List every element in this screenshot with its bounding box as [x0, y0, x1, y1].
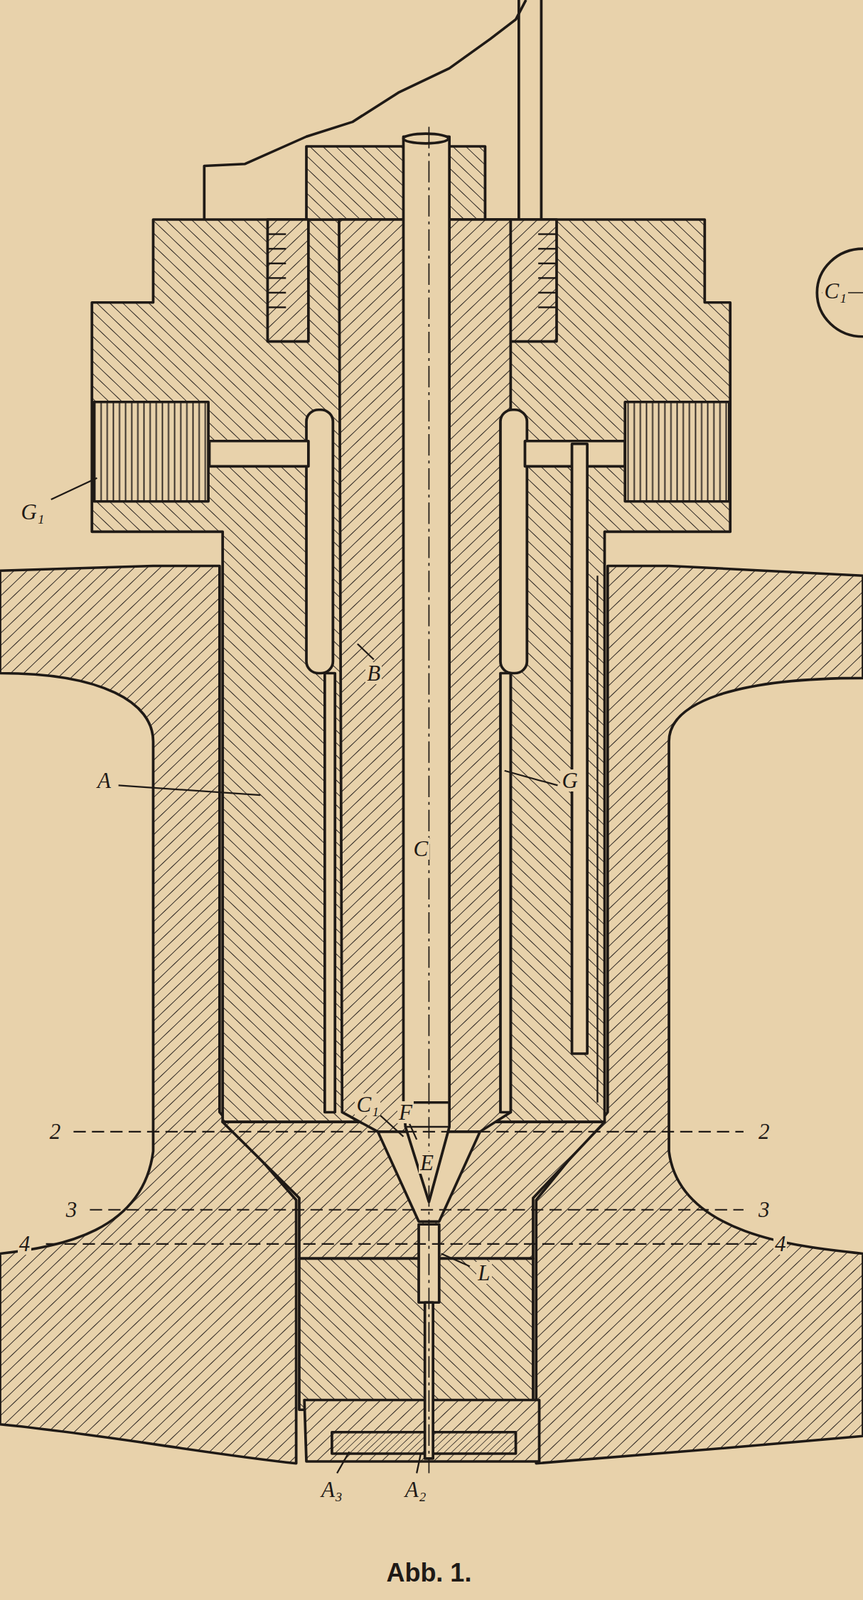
- part-label: 4: [773, 1233, 788, 1256]
- part-label: 2: [48, 1121, 63, 1144]
- part-label: B: [365, 662, 382, 685]
- part-label: 2: [757, 1121, 772, 1144]
- part-label: A₃: [319, 1479, 345, 1502]
- part-label: E: [418, 1152, 436, 1175]
- part-label: C: [412, 838, 431, 861]
- part-label: L: [476, 1262, 492, 1285]
- part-label: A: [95, 769, 113, 792]
- part-label: G₁: [19, 501, 46, 524]
- part-label: 4: [17, 1233, 32, 1256]
- part-label: C₁: [354, 1094, 380, 1117]
- part-label: A₂: [403, 1479, 428, 1502]
- part-label: 3: [757, 1199, 772, 1222]
- part-label: F: [397, 1101, 414, 1124]
- figure-caption: Abb. 1.: [386, 1561, 472, 1587]
- part-label: G: [560, 769, 579, 792]
- part-label: C₁: [822, 280, 848, 303]
- part-label: 3: [64, 1199, 79, 1222]
